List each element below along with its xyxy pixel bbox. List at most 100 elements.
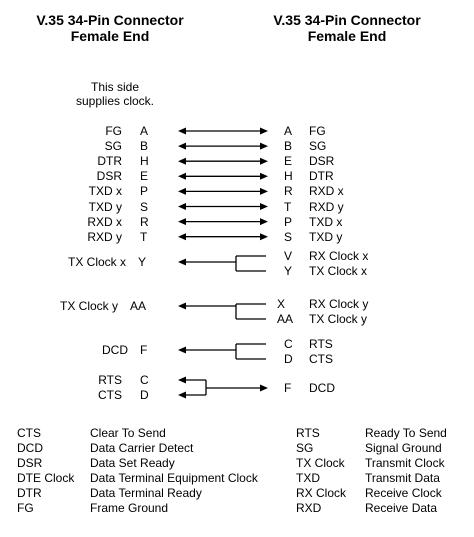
legend-abbreviation: RX Clock — [296, 486, 347, 500]
legend-description: Signal Ground — [365, 441, 442, 455]
right-signal-label: RTS — [309, 337, 333, 351]
left-signal-label: SG — [104, 139, 122, 154]
right-signal-label: DSR — [309, 154, 335, 169]
left-connector-title: V.35 34-Pin Connector Female End — [10, 12, 210, 44]
arrowhead-left — [178, 127, 186, 135]
left-pin-label: A — [140, 124, 149, 138]
legend-abbreviation: DCD — [17, 441, 43, 455]
left-pin-label: F — [140, 343, 148, 357]
arrowhead-left — [178, 203, 186, 210]
legend-abbreviation: DTR — [17, 486, 42, 500]
right-signal-label: RXD y — [309, 199, 344, 214]
left-signal-label: DCD — [102, 343, 128, 357]
left-signal-label: DTR — [97, 154, 122, 169]
left-connector-title-line2: Female End — [70, 28, 150, 44]
left-signal-label: RTS — [98, 373, 122, 387]
right-pin-label: S — [284, 229, 293, 244]
right-pin-label: E — [284, 154, 293, 169]
legend-abbreviation: TX Clock — [296, 456, 345, 470]
right-pin-label: R — [284, 184, 293, 199]
legend-description: Ready To Send — [365, 426, 447, 440]
legend-abbreviation: FG — [17, 501, 34, 515]
left-signal-label: DSR — [96, 169, 122, 184]
right-signal-label: CTS — [309, 352, 333, 366]
right-connector-title: V.35 34-Pin Connector Female End — [247, 12, 447, 44]
left-pin-label: Y — [138, 255, 147, 269]
left-pin-label: AA — [130, 299, 147, 313]
right-pin-label: AA — [277, 312, 294, 326]
right-signal-label: DCD — [309, 381, 335, 395]
arrowhead-left — [178, 302, 186, 310]
left-pin-label: D — [140, 388, 149, 402]
right-pin-label: D — [284, 352, 293, 366]
right-pin-label: T — [284, 199, 292, 214]
right-pin-label: H — [284, 169, 293, 184]
right-signal-label: TXD y — [309, 229, 343, 244]
right-signal-label: FG — [309, 124, 326, 138]
right-connector-title-line1: V.35 34-Pin Connector — [273, 12, 421, 28]
arrowhead-right — [260, 142, 268, 150]
legend-description: Receive Data — [365, 501, 438, 515]
arrowhead-right — [260, 203, 268, 210]
legend-description: Transmit Data — [365, 471, 440, 485]
left-pin-label: S — [140, 199, 149, 214]
arrowhead-right — [260, 218, 268, 226]
right-pin-label: C — [284, 337, 293, 351]
right-connector-title-line2: Female End — [307, 28, 387, 44]
arrowhead-right — [260, 187, 268, 195]
legend-description: Data Carrier Detect — [90, 441, 194, 455]
legend-description: Frame Ground — [90, 501, 169, 515]
left-signal-label: TX Clock y — [59, 299, 118, 313]
legend-description: Data Terminal Equipment Clock — [90, 471, 258, 485]
left-connector-title-line1: V.35 34-Pin Connector — [36, 12, 184, 28]
left-signal-label: TX Clock x — [67, 255, 126, 269]
right-pin-label: V — [284, 249, 293, 263]
left-pin-label: R — [140, 214, 149, 229]
right-signal-label: TX Clock y — [309, 312, 368, 326]
legend-description: Receive Clock — [365, 486, 442, 500]
clock-source-note: This side supplies clock. — [60, 80, 170, 108]
arrowhead-right — [260, 127, 268, 135]
right-pin-label: F — [284, 381, 292, 395]
arrowhead-left — [178, 142, 186, 150]
right-pin-label: B — [284, 139, 293, 154]
arrowhead-right — [260, 384, 268, 392]
legend-description: Data Set Ready — [90, 456, 175, 470]
left-signal-label: RXD y — [87, 229, 122, 244]
left-signal-label: RXD x — [87, 214, 122, 229]
legend-abbreviation: RTS — [296, 426, 320, 440]
arrowhead-left — [178, 258, 186, 266]
arrowhead-right — [260, 172, 268, 180]
left-pin-label: C — [140, 373, 149, 387]
arrowhead-left — [178, 218, 186, 226]
arrowhead-right — [260, 233, 268, 241]
arrowhead-left — [178, 187, 186, 195]
right-pin-label: X — [277, 297, 286, 311]
left-signal-label: TXD x — [88, 184, 122, 199]
arrowhead-left — [178, 376, 186, 384]
legend-abbreviation: RXD — [296, 501, 322, 515]
legend-description: Transmit Clock — [365, 456, 445, 470]
legend-description: Clear To Send — [90, 426, 166, 440]
right-signal-label: TXD x — [309, 214, 343, 229]
right-signal-label: RX Clock y — [309, 297, 369, 311]
arrowhead-left — [178, 346, 186, 354]
right-pin-label: A — [284, 124, 293, 138]
right-signal-label: RXD x — [309, 184, 344, 199]
left-signal-label: CTS — [98, 388, 122, 402]
arrowhead-left — [178, 157, 186, 165]
right-signal-label: DTR — [309, 169, 334, 184]
right-signal-label: TX Clock x — [309, 264, 368, 278]
right-signal-label: SG — [309, 139, 327, 154]
legend-abbreviation: DSR — [17, 456, 43, 470]
left-pin-label: B — [140, 139, 149, 154]
left-pin-label: P — [140, 184, 149, 199]
legend-abbreviation: CTS — [17, 426, 41, 440]
arrowhead-left — [178, 172, 186, 180]
legend-description: Data Terminal Ready — [90, 486, 202, 500]
clock-source-note-line1: This side — [90, 80, 140, 94]
right-pin-label: P — [284, 214, 293, 229]
legend-abbreviation: SG — [296, 441, 314, 455]
arrowhead-left — [178, 391, 186, 399]
